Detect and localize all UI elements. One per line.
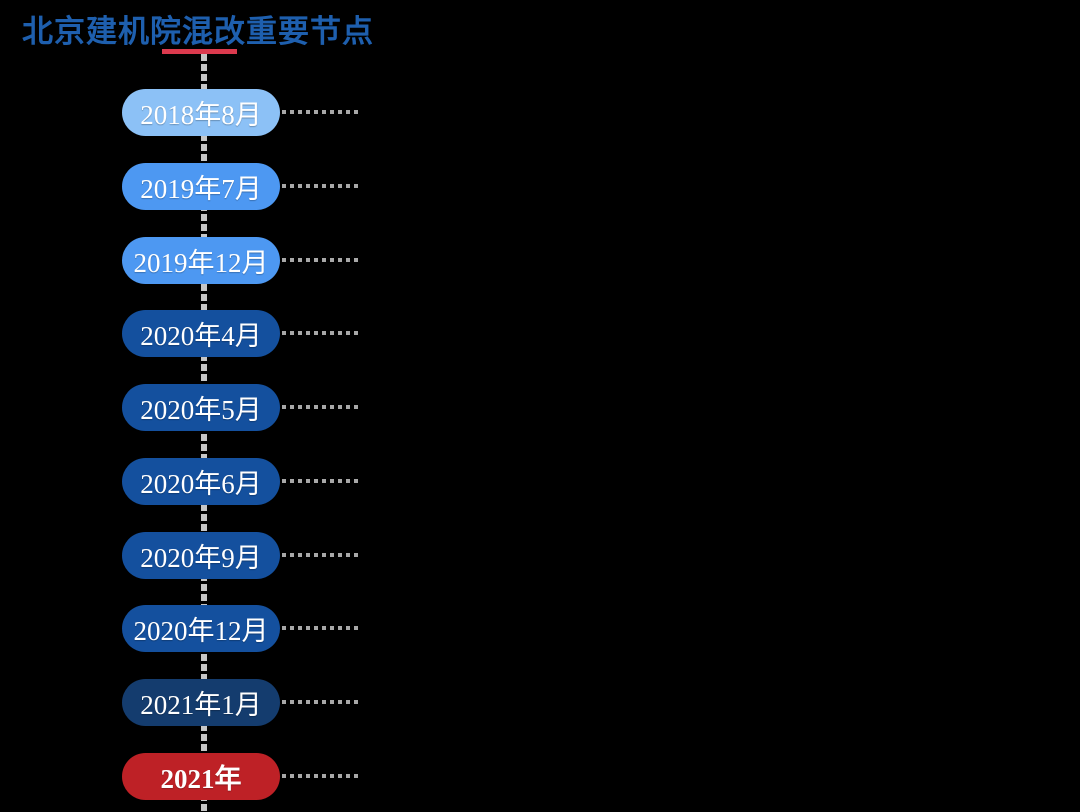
timeline-pill: 2019年12月 bbox=[122, 237, 280, 284]
timeline-pill: 2020年6月 bbox=[122, 458, 280, 505]
dashed-connector-line bbox=[282, 774, 359, 778]
timeline-date-label: 2020年9月 bbox=[140, 543, 262, 573]
timeline-pill: 2019年7月 bbox=[122, 163, 280, 210]
timeline-node: 2021年1月 bbox=[122, 679, 362, 726]
timeline-date-label: 2018年8月 bbox=[140, 100, 262, 130]
timeline-node: 2019年12月 bbox=[122, 237, 362, 284]
dashed-connector-line bbox=[282, 700, 359, 704]
timeline-node: 2020年4月 bbox=[122, 310, 362, 357]
timeline-pill: 2021年 bbox=[122, 753, 280, 800]
dashed-connector-line bbox=[282, 405, 359, 409]
timeline-date-label: 2021年1月 bbox=[140, 690, 262, 720]
timeline-pill: 2020年4月 bbox=[122, 310, 280, 357]
timeline-node: 2018年8月 bbox=[122, 89, 362, 136]
dashed-connector-line bbox=[282, 184, 359, 188]
timeline-date-label: 2020年5月 bbox=[140, 395, 262, 425]
timeline-pill: 2020年9月 bbox=[122, 532, 280, 579]
timeline-date-label: 2020年4月 bbox=[140, 321, 262, 351]
timeline-node: 2020年9月 bbox=[122, 532, 362, 579]
dashed-connector-line bbox=[282, 553, 359, 557]
title-underline-bar bbox=[162, 49, 237, 54]
timeline-pill: 2020年12月 bbox=[122, 605, 280, 652]
dashed-connector-line bbox=[282, 331, 359, 335]
timeline-node: 2020年12月 bbox=[122, 605, 362, 652]
timeline-date-label: 2020年6月 bbox=[140, 469, 262, 499]
timeline-node: 2019年7月 bbox=[122, 163, 362, 210]
page-title: 北京建机院混改重要节点 bbox=[22, 14, 374, 49]
dashed-connector-line bbox=[282, 626, 359, 630]
timeline-node: 2020年6月 bbox=[122, 458, 362, 505]
timeline-pill: 2021年1月 bbox=[122, 679, 280, 726]
timeline-date-label: 2020年12月 bbox=[133, 616, 269, 646]
dashed-connector-line bbox=[282, 479, 359, 483]
dashed-connector-line bbox=[282, 258, 359, 262]
dashed-connector-line bbox=[282, 110, 359, 114]
timeline-node: 2020年5月 bbox=[122, 384, 362, 431]
timeline-axis-dashed-line bbox=[201, 54, 207, 812]
timeline-node: 2021年 bbox=[122, 753, 362, 800]
timeline-pill: 2018年8月 bbox=[122, 89, 280, 136]
timeline-date-label: 2019年12月 bbox=[133, 248, 269, 278]
timeline-date-label: 2019年7月 bbox=[140, 174, 262, 204]
timeline-date-label: 2021年 bbox=[160, 764, 242, 794]
timeline-pill: 2020年5月 bbox=[122, 384, 280, 431]
